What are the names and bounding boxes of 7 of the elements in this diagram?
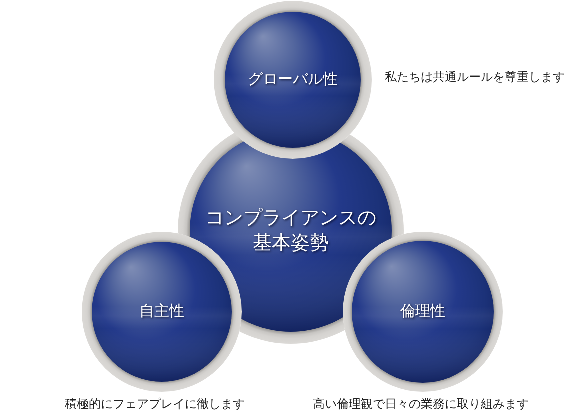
circle-label: グローバル性 xyxy=(247,70,339,90)
caption-text: 積極的にフェアプレイに徹します xyxy=(65,397,245,412)
circle-label: 倫理性 xyxy=(400,302,446,322)
caption-text: 高い倫理観で日々の業務に取り組みます xyxy=(313,397,529,412)
circle-label: 自主性 xyxy=(138,302,186,322)
caption-text: 私たちは共通ルールを尊重します xyxy=(385,70,565,84)
circle-label: コンプライアンスの基本姿勢 xyxy=(204,206,378,256)
